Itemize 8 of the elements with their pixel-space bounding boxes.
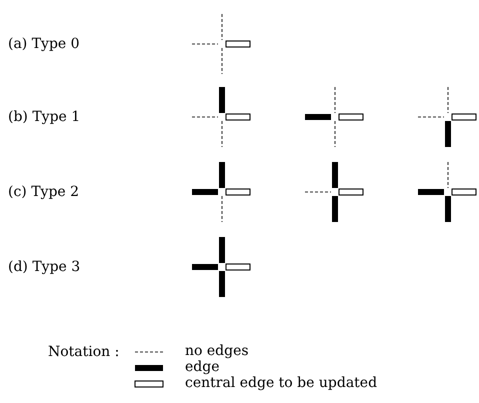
legend-text: central edge to be updated (185, 375, 378, 391)
type-label: (c) Type 2 (8, 184, 80, 200)
type-label: (a) Type 0 (8, 36, 80, 52)
legend-text: edge (185, 359, 220, 375)
type-label: (d) Type 3 (8, 259, 80, 275)
legend-text: no edges (185, 343, 249, 359)
notation-label: Notation : (48, 344, 120, 360)
type-label: (b) Type 1 (8, 109, 80, 125)
